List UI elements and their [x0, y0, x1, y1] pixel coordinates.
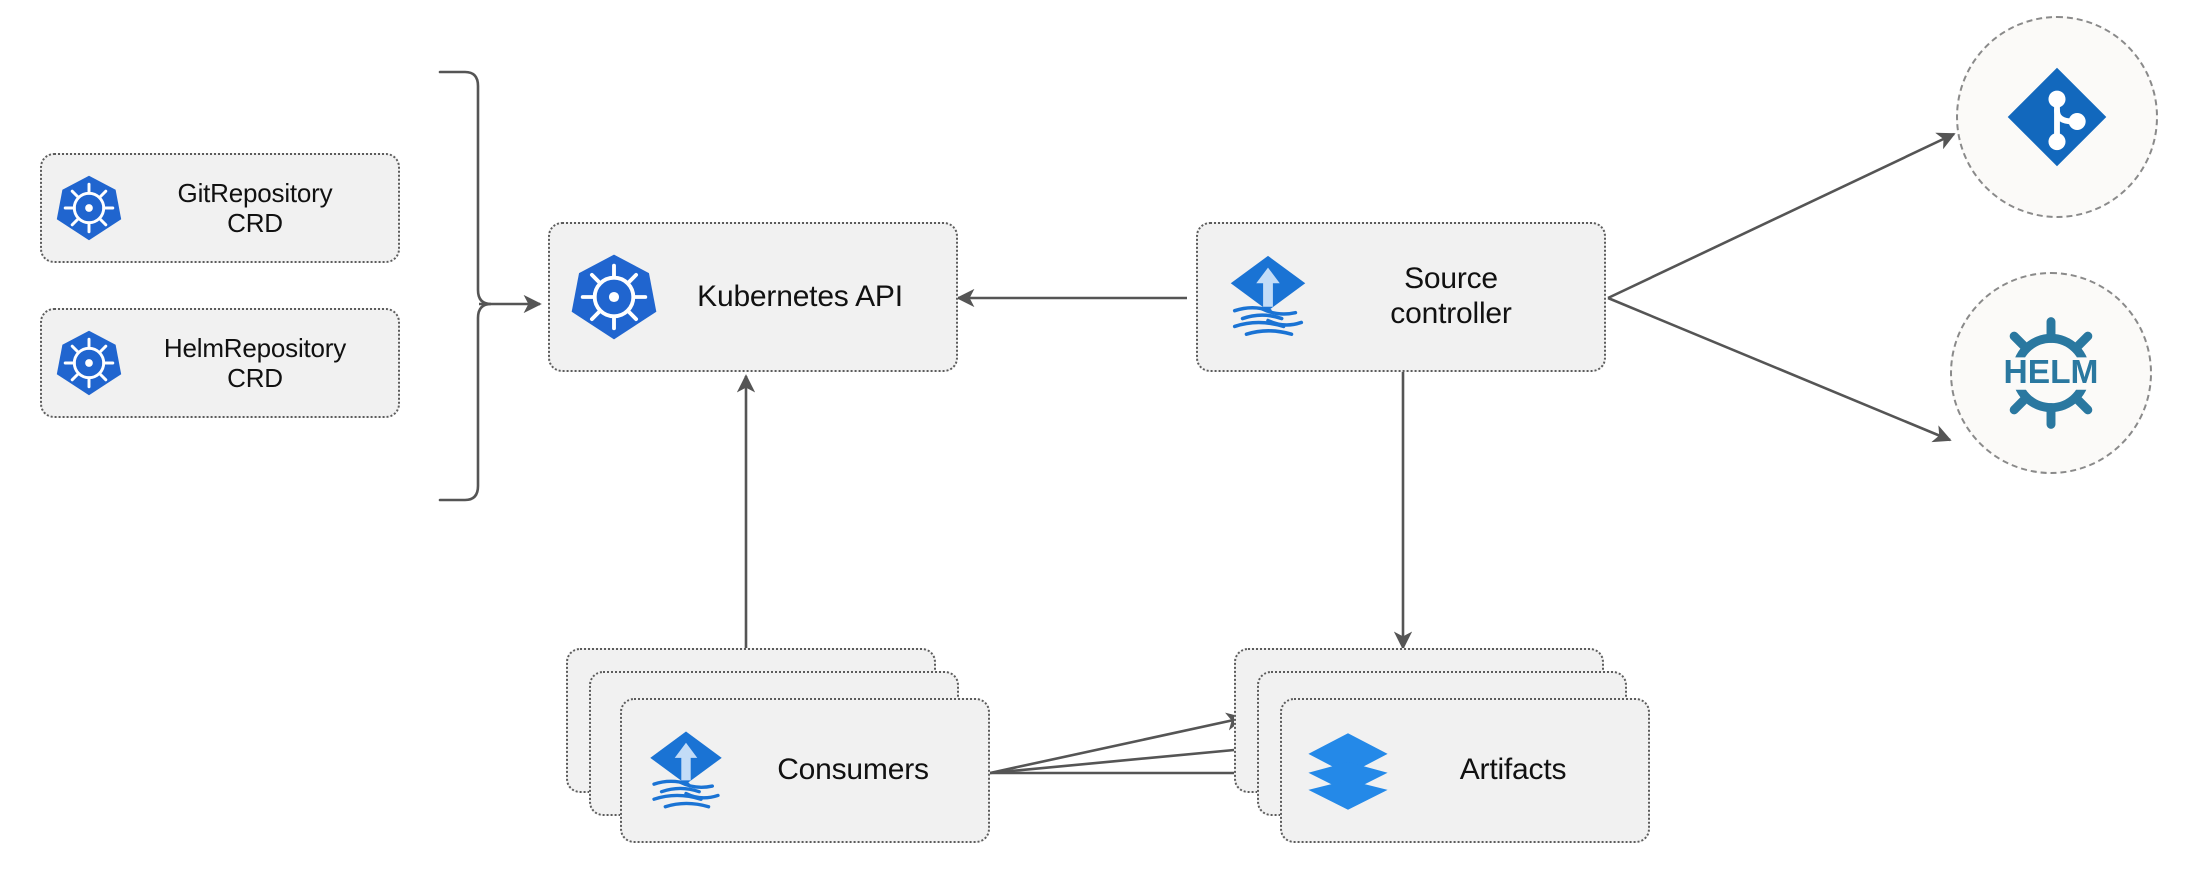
kubernetes-icon [52, 171, 126, 245]
node-helm-registry[interactable]: HELM [1950, 272, 2152, 474]
node-consumers[interactable]: Consumers [620, 698, 990, 843]
node-label: Consumers [777, 753, 929, 787]
node-helm-repository-crd[interactable]: HelmRepository CRD [40, 308, 400, 418]
kubernetes-icon [564, 247, 664, 347]
node-source-controller[interactable]: Source controller [1196, 222, 1606, 372]
edge-source-controller-to-git [1607, 132, 1956, 300]
crd-group-bracket [438, 70, 492, 502]
node-label: HelmRepository CRD [163, 332, 347, 393]
node-label: GitRepository CRD [177, 177, 333, 238]
flux-icon [636, 721, 736, 821]
helm-icon: HELM [1981, 303, 2121, 443]
node-label: Artifacts [1459, 753, 1567, 787]
layers-icon [1300, 723, 1396, 819]
node-git-repository-crd[interactable]: GitRepository CRD [40, 153, 400, 263]
git-icon [1998, 58, 2116, 176]
kubernetes-icon [52, 326, 126, 400]
node-artifacts[interactable]: Artifacts [1280, 698, 1650, 843]
edge-consumers-to-artifacts-2 [989, 739, 1268, 775]
helm-wordmark: HELM [2004, 354, 2099, 391]
node-kubernetes-api[interactable]: Kubernetes API [548, 222, 958, 372]
edge-source-controller-to-helm [1607, 296, 1952, 443]
flux-icon [1216, 245, 1320, 349]
node-label: Kubernetes API [697, 279, 903, 313]
node-label: Source controller [1390, 262, 1512, 330]
node-git-provider[interactable] [1956, 16, 2158, 218]
edge-consumers-to-artifacts-1 [989, 712, 1245, 775]
